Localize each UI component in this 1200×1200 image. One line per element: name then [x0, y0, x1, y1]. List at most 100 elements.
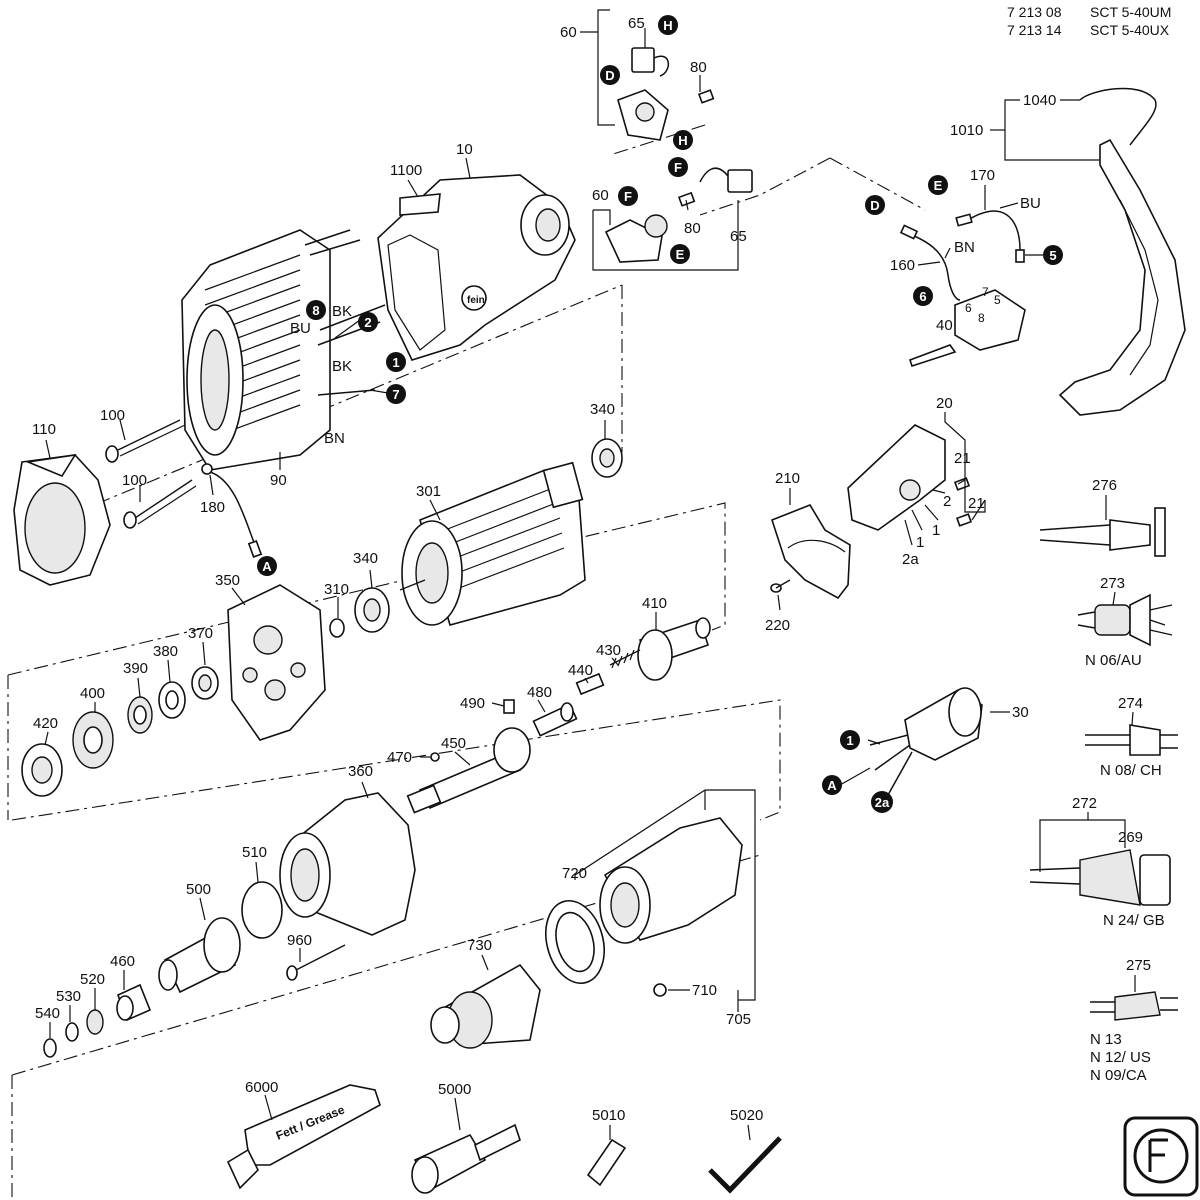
part-labels: 10 1100 60 65 80 60 80 65 1040 1010 170 …	[32, 15, 1165, 1124]
label-BU-right: BU	[1020, 195, 1041, 212]
screw-220	[770, 579, 791, 593]
marker-8: 8	[306, 300, 326, 320]
svg-text:2a: 2a	[875, 795, 890, 810]
ring-710	[653, 983, 667, 997]
label-490: 490	[460, 695, 485, 712]
screw-490	[503, 699, 515, 714]
washer-380	[158, 681, 186, 719]
capacitor-30	[869, 687, 983, 796]
label-520: 520	[80, 971, 105, 988]
washer-530	[65, 1022, 79, 1042]
gear-400	[72, 711, 114, 769]
marker-A: A	[257, 556, 277, 576]
switch-20	[847, 424, 973, 531]
label-180: 180	[200, 499, 225, 516]
label-160: 160	[890, 257, 915, 274]
svg-text:6: 6	[919, 289, 926, 304]
label-170: 170	[970, 167, 995, 184]
svg-text:A: A	[262, 559, 272, 574]
svg-text:2: 2	[364, 315, 371, 330]
spring-430-coil	[611, 649, 635, 669]
plug-272	[1029, 849, 1171, 906]
label-340-lower: 340	[353, 550, 378, 567]
sleeve-460	[116, 983, 152, 1022]
label-500: 500	[186, 881, 211, 898]
screw-100-lower	[123, 479, 197, 529]
svg-text:1: 1	[392, 355, 399, 370]
screw-960	[286, 944, 346, 981]
marker-D1: D	[600, 65, 620, 85]
adapter-480	[532, 702, 578, 737]
label-65-upper: 65	[628, 15, 645, 32]
label-380: 380	[153, 643, 178, 660]
label-530: 530	[56, 988, 81, 1005]
spring-520	[86, 1009, 104, 1035]
label-110: 110	[32, 421, 56, 438]
bearing-340-lower	[354, 587, 390, 633]
screw-100-upper	[105, 419, 186, 463]
label-273: 273	[1100, 575, 1125, 592]
svg-text:A: A	[827, 778, 837, 793]
label-450: 450	[441, 735, 466, 752]
label-30: 30	[1012, 704, 1029, 721]
svg-text:E: E	[676, 247, 685, 262]
label-60-lower: 60	[592, 187, 609, 204]
label-5010: 5010	[592, 1107, 625, 1124]
label-2a: 2a	[902, 551, 919, 568]
brush-holder-lower	[604, 167, 753, 263]
label-100-lower: 100	[122, 472, 147, 489]
svg-text:F: F	[674, 160, 682, 175]
header-model-2: SCT 5-40UX	[1090, 22, 1170, 38]
marker-F1: F	[668, 157, 688, 177]
label-1010: 1010	[950, 122, 983, 139]
label-275: 275	[1126, 957, 1151, 974]
switch-40	[908, 289, 1026, 368]
label-1040: 1040	[1023, 92, 1056, 109]
bushing-500	[158, 917, 241, 994]
gear-housing-360	[279, 792, 416, 936]
label-272: 272	[1072, 795, 1097, 812]
label-220: 220	[765, 617, 790, 634]
label-65-lower: 65	[730, 228, 747, 245]
retaining-ring-540	[43, 1038, 57, 1058]
label-BK-lower: BK	[332, 358, 352, 375]
header-code-2: 7 213 14	[1007, 22, 1062, 38]
svg-text:1: 1	[846, 733, 853, 748]
marker-5: 5	[1043, 245, 1063, 265]
label-switch-7: 7	[982, 285, 989, 299]
label-80-lower: 80	[684, 220, 701, 237]
label-440: 440	[568, 662, 593, 679]
marker-2a: 2a	[871, 791, 893, 813]
label-430: 430	[596, 642, 621, 659]
grease-tube-6000: Fett / Grease	[226, 1084, 381, 1190]
label-6000: 6000	[245, 1079, 278, 1096]
marker-1b: 1	[840, 730, 860, 750]
ground-wire-180	[201, 463, 263, 558]
label-276: 276	[1092, 477, 1117, 494]
label-460: 460	[110, 953, 135, 970]
label-1-lower: 1	[916, 534, 924, 551]
label-350: 350	[215, 572, 240, 589]
label-BU-left: BU	[290, 320, 311, 337]
bearing-flange-350	[227, 584, 326, 741]
plug-273	[1077, 593, 1173, 647]
connection-markers: H D H F F E E D 5 6 8 2 1 7 A 1 A 2a	[257, 15, 1063, 813]
label-BN-left: BN	[324, 430, 345, 447]
armature-301	[399, 461, 586, 626]
label-switch-8: 8	[978, 311, 985, 325]
wire-160	[899, 224, 961, 301]
plug-276	[1039, 507, 1166, 557]
label-1100: 1100	[390, 162, 422, 179]
header-code-1: 7 213 08	[1007, 4, 1062, 20]
label-420: 420	[33, 715, 58, 732]
fein-logo	[1123, 1116, 1199, 1197]
svg-text:H: H	[663, 18, 672, 33]
marker-D2: D	[865, 195, 885, 215]
motor-housing-10: fein	[377, 174, 576, 361]
depth-stop-705	[599, 817, 743, 944]
svg-text:E: E	[934, 178, 943, 193]
label-710: 710	[692, 982, 717, 999]
brush-holder-upper	[617, 47, 715, 141]
svg-text:7: 7	[392, 387, 399, 402]
